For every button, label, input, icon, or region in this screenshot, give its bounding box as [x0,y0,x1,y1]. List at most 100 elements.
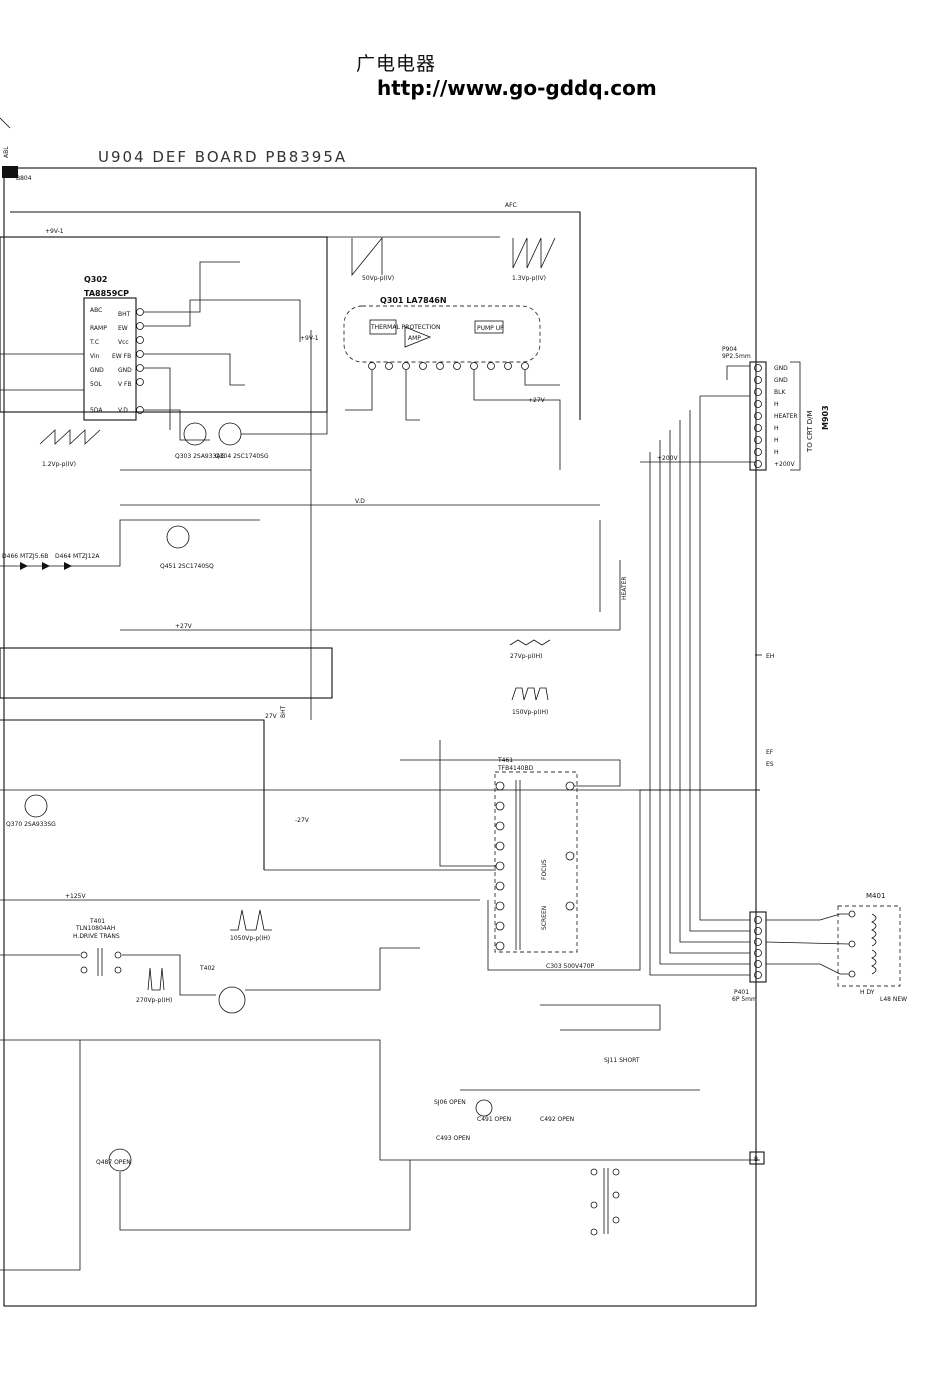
q302-name: Q302 [84,275,108,284]
m903-pin-9: +200V [774,461,795,468]
header-url[interactable]: http://www.go-gddq.com [377,76,657,100]
q301-outline [343,305,541,363]
rail-9v1-mid: +9V-1 [300,335,319,342]
q304-label: Q304 2SC1740SG [215,453,269,460]
t461-name: T461 [497,757,513,764]
q302-pin-gnd: GND [90,367,104,374]
m903-connector [749,361,767,471]
m401-wire-3 [766,963,849,975]
m903-bracket [790,361,801,471]
t461-pins [495,781,575,951]
q487-bus [119,1160,411,1231]
rail-vd-label: V.D [355,498,365,505]
q302-section-frame [0,236,328,413]
m903-name: M903 [821,405,830,430]
right-wire-2 [699,396,750,921]
m903-desc: TO CRT D/M [806,410,814,453]
waveform-1-3v-label: 1.3Vp-p(IV) [512,275,546,282]
q301-wire-4 [524,370,560,386]
q487-label: Q487 OPEN [96,1159,131,1166]
focus-label: FOCUS [541,859,548,880]
right-wire-4 [679,420,750,943]
q301-waveform-1-3v [512,237,556,269]
q302-part: TA8859CP [84,289,129,298]
m401-sub-1: H DY [860,989,875,996]
waveform-150v-label: 150Vp-p(IH) [512,709,548,716]
m903-pins [754,364,762,468]
hout-bus [0,1039,760,1161]
q303-transistor [183,422,207,446]
board-frame [3,167,757,1307]
q301-pump-block [474,320,504,334]
waveform-270v-label: 270Vp-p(IH) [136,997,172,1004]
hdrive-out-wire [122,954,216,996]
m903-pin-7: H [774,437,779,444]
eh-label: EH [766,653,774,660]
q451-transistor [166,525,190,549]
hout-collector [245,947,420,991]
right-wire-6 [659,440,750,965]
q301-pin-markers [368,362,529,370]
l442-label: SJ06 OPEN [434,1099,466,1106]
l442-inductor [475,1099,493,1117]
rail-27v-left: 27V [265,713,278,720]
p401-connector [749,911,767,983]
q370-label: Q370 2SA933SG [6,821,56,828]
c423-label: C493 OPEN [436,1135,470,1142]
lower-right-frame [540,1004,661,1031]
q487-wire [0,1040,81,1271]
screen-label: SCREEN [541,906,548,930]
m903-pin-3: BLK [774,389,786,396]
d464-diode [64,562,72,570]
q304-transistor [218,422,242,446]
t403-transformer [590,1168,620,1236]
t401-body [80,948,122,976]
d466-label: D466 MTZJ5.6B [2,553,48,560]
abl-connector [2,166,18,178]
waveform-1-2v [39,429,101,445]
q302-wire-1 [144,261,240,313]
c443-label: C491 OPEN [477,1116,511,1123]
q302-pin-gnd2: GND [118,367,132,374]
m903-pin-8: H [774,449,779,456]
q302-pin-vd: V.D [118,407,128,414]
diode-chain-wire [0,519,260,567]
q301-wire-3 [473,370,561,470]
m903-pin-4: H [774,401,779,408]
q302-pin-markers [136,308,144,414]
d464-label: D464 MTZJ12A [55,553,100,560]
t402-label: T402 [199,965,215,972]
m903-pin-1: GND [774,365,788,372]
q303-label: Q303 2SA933AG [175,453,225,460]
waveform-270v [147,967,165,991]
waveform-27v-label: 27Vp-p(IH) [510,653,542,660]
eht-label: BHT [280,705,287,718]
q302-wire-3 [144,353,245,386]
p904-wire [726,365,750,380]
m401-wire-2 [765,941,850,945]
q301-amp-label: AMP [408,335,421,342]
board-title: U904 DEF BOARD PB8395A [98,148,348,166]
q370-transistor [24,794,48,818]
t461-outline [494,771,578,953]
q302-pin-vcc: Vcc [118,339,129,346]
m903-pin-2: GND [774,377,788,384]
mid-left-frame [0,647,333,699]
b-connector [749,1151,765,1165]
l441-label: SJ11 SHORT [604,1057,640,1064]
q301-name: Q301 LA7846N [380,296,447,305]
q302-pin-bht: BHT [118,311,131,318]
b-label: B [754,1156,758,1163]
m401-sub-2: L48 NEW [880,996,907,1003]
q301-wire-1 [345,370,373,411]
t401-name: T401 [89,918,105,925]
afc-wire [10,211,581,420]
rail-27v-mid: +27V [175,623,193,630]
afc-label: AFC [505,202,517,209]
abl-label: ABL [3,146,10,158]
m401-wire-1 [766,913,849,921]
rail-27v-q301: +27V [528,397,546,404]
q302-ic-body [83,297,137,421]
q301-amp-block [404,326,432,348]
q301-pump-label: PUMP UP [477,325,504,332]
